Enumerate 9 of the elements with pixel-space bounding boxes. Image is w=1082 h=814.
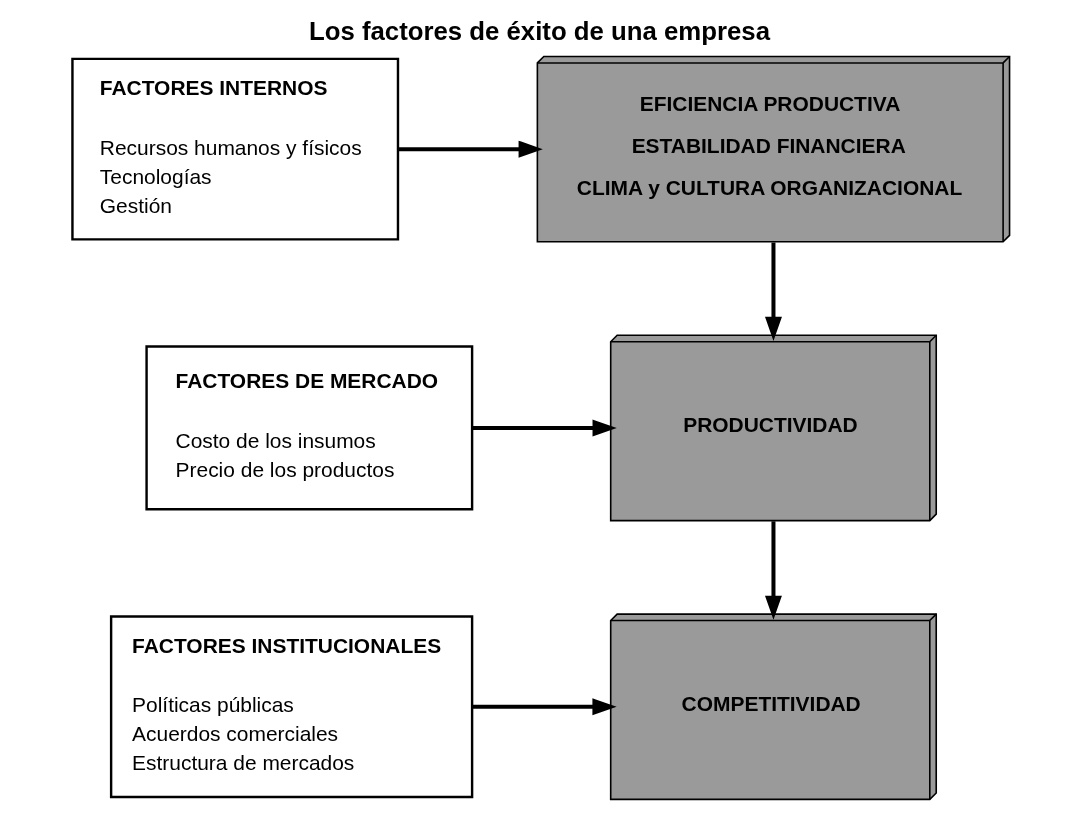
diagram-title: Los factores de éxito de una empresa	[308, 17, 771, 46]
arrow	[472, 419, 617, 437]
arrow	[398, 140, 543, 158]
arrow	[764, 242, 782, 342]
node-box: FACTORES DE MERCADO Costo de los insumos Precio de los productos	[145, 345, 474, 511]
node-box: FACTORES INTERNOS Recursos humanos y físicos Tecnologías Gestión	[71, 57, 400, 241]
node-box: FACTORES INSTITUCIONALES Políticas públicas Acuerdos comerciales Estructura de mercados	[109, 615, 474, 799]
arrow	[472, 698, 617, 716]
arrow	[765, 521, 782, 620]
